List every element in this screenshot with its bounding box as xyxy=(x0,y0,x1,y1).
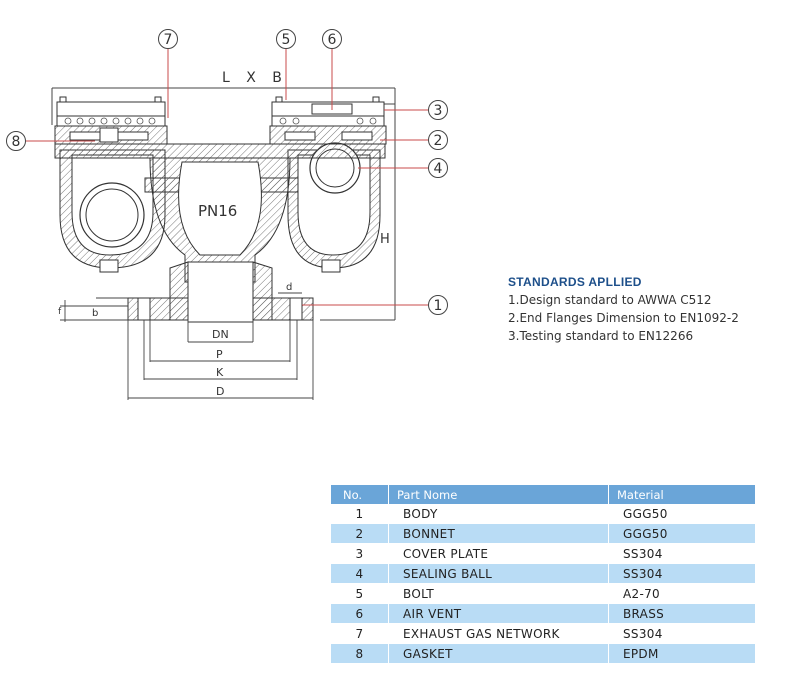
table-row: 5 BOLT A2-70 xyxy=(331,583,756,604)
cell-material: BRASS xyxy=(608,603,756,624)
table-row: 8 GASKET EPDM xyxy=(331,643,756,664)
pressure-rating-label: PN16 xyxy=(198,202,237,220)
dim-h-label: H xyxy=(380,232,390,247)
callout-3: 3 xyxy=(428,100,448,120)
svg-text:8: 8 xyxy=(12,134,21,150)
svg-text:4: 4 xyxy=(434,161,443,177)
svg-text:6: 6 xyxy=(328,32,337,48)
cell-no: 7 xyxy=(331,623,389,644)
cell-no: 1 xyxy=(331,504,389,524)
cell-part-name: GASKET xyxy=(388,643,609,664)
table-row: 3 COVER PLATE SS304 xyxy=(331,543,756,564)
dim-p-label: P xyxy=(216,348,223,361)
svg-text:3: 3 xyxy=(434,103,443,119)
table-row: 4 SEALING BALL SS304 xyxy=(331,563,756,584)
cell-part-name: BONNET xyxy=(388,523,609,544)
header-no: No. xyxy=(331,485,389,504)
standards-title: STANDARDS APLLIED xyxy=(508,275,642,289)
parts-table-header: No. Part Nome Material xyxy=(331,485,756,504)
cell-part-name: EXHAUST GAS NETWORK xyxy=(388,623,609,644)
standards-item: 3.Testing standard to EN12266 xyxy=(508,329,694,343)
callout-7: 7 xyxy=(158,29,178,49)
cell-part-name: COVER PLATE xyxy=(388,543,609,564)
cell-material: GGG50 xyxy=(608,523,756,544)
callout-1: 1 xyxy=(428,295,448,315)
standards-section: STANDARDS APLLIED 1.Design standard to A… xyxy=(508,275,739,345)
header-part-name: Part Nome xyxy=(388,485,609,504)
cell-part-name: SEALING BALL xyxy=(388,563,609,584)
standards-item: 2.End Flanges Dimension to EN1092-2 xyxy=(508,311,739,325)
table-row: 2 BONNET GGG50 xyxy=(331,523,756,544)
cell-part-name: AIR VENT xyxy=(388,603,609,624)
svg-text:7: 7 xyxy=(164,32,173,48)
left-valve-body xyxy=(54,96,168,273)
parts-table: No. Part Nome Material 1 BODY GGG50 2 BO… xyxy=(331,485,756,664)
svg-text:5: 5 xyxy=(282,32,291,48)
table-row: 6 AIR VENT BRASS xyxy=(331,603,756,624)
cell-part-name: BOLT xyxy=(388,583,609,604)
cell-no: 8 xyxy=(331,643,389,664)
dim-dn-label: DN xyxy=(212,328,229,341)
cell-part-name: BODY xyxy=(388,504,609,524)
standards-item: 1.Design standard to AWWA C512 xyxy=(508,293,712,307)
header-material: Material xyxy=(608,485,756,504)
callout-8: 8 xyxy=(6,131,26,151)
dim-f-label: f xyxy=(58,307,62,317)
valve-section-drawing: L X B H xyxy=(6,29,448,400)
cell-material: SS304 xyxy=(608,623,756,644)
cell-material: EPDM xyxy=(608,643,756,664)
cell-material: SS304 xyxy=(608,563,756,584)
dim-lxb-label: L X B xyxy=(222,70,288,86)
bottom-flange xyxy=(127,297,314,321)
table-row: 1 BODY GGG50 xyxy=(331,504,756,524)
svg-text:2: 2 xyxy=(434,133,443,149)
cell-no: 4 xyxy=(331,563,389,584)
cell-no: 2 xyxy=(331,523,389,544)
cell-material: SS304 xyxy=(608,543,756,564)
callout-2: 2 xyxy=(428,130,448,150)
cell-no: 5 xyxy=(331,583,389,604)
flange-dimension-lines xyxy=(60,292,314,400)
callout-4: 4 xyxy=(428,158,448,178)
dim-d-small-label: d xyxy=(286,282,292,293)
callout-5: 5 xyxy=(276,29,296,49)
dim-b-label: b xyxy=(92,308,98,319)
cell-material: A2-70 xyxy=(608,583,756,604)
dim-d-outer-label: D xyxy=(216,385,224,398)
dim-k-label: K xyxy=(216,366,224,379)
callout-6: 6 xyxy=(322,29,342,49)
table-row: 7 EXHAUST GAS NETWORK SS304 xyxy=(331,623,756,644)
leader-lines xyxy=(26,48,428,306)
cell-material: GGG50 xyxy=(608,504,756,524)
svg-text:1: 1 xyxy=(434,298,443,314)
cell-no: 6 xyxy=(331,603,389,624)
cell-no: 3 xyxy=(331,543,389,564)
